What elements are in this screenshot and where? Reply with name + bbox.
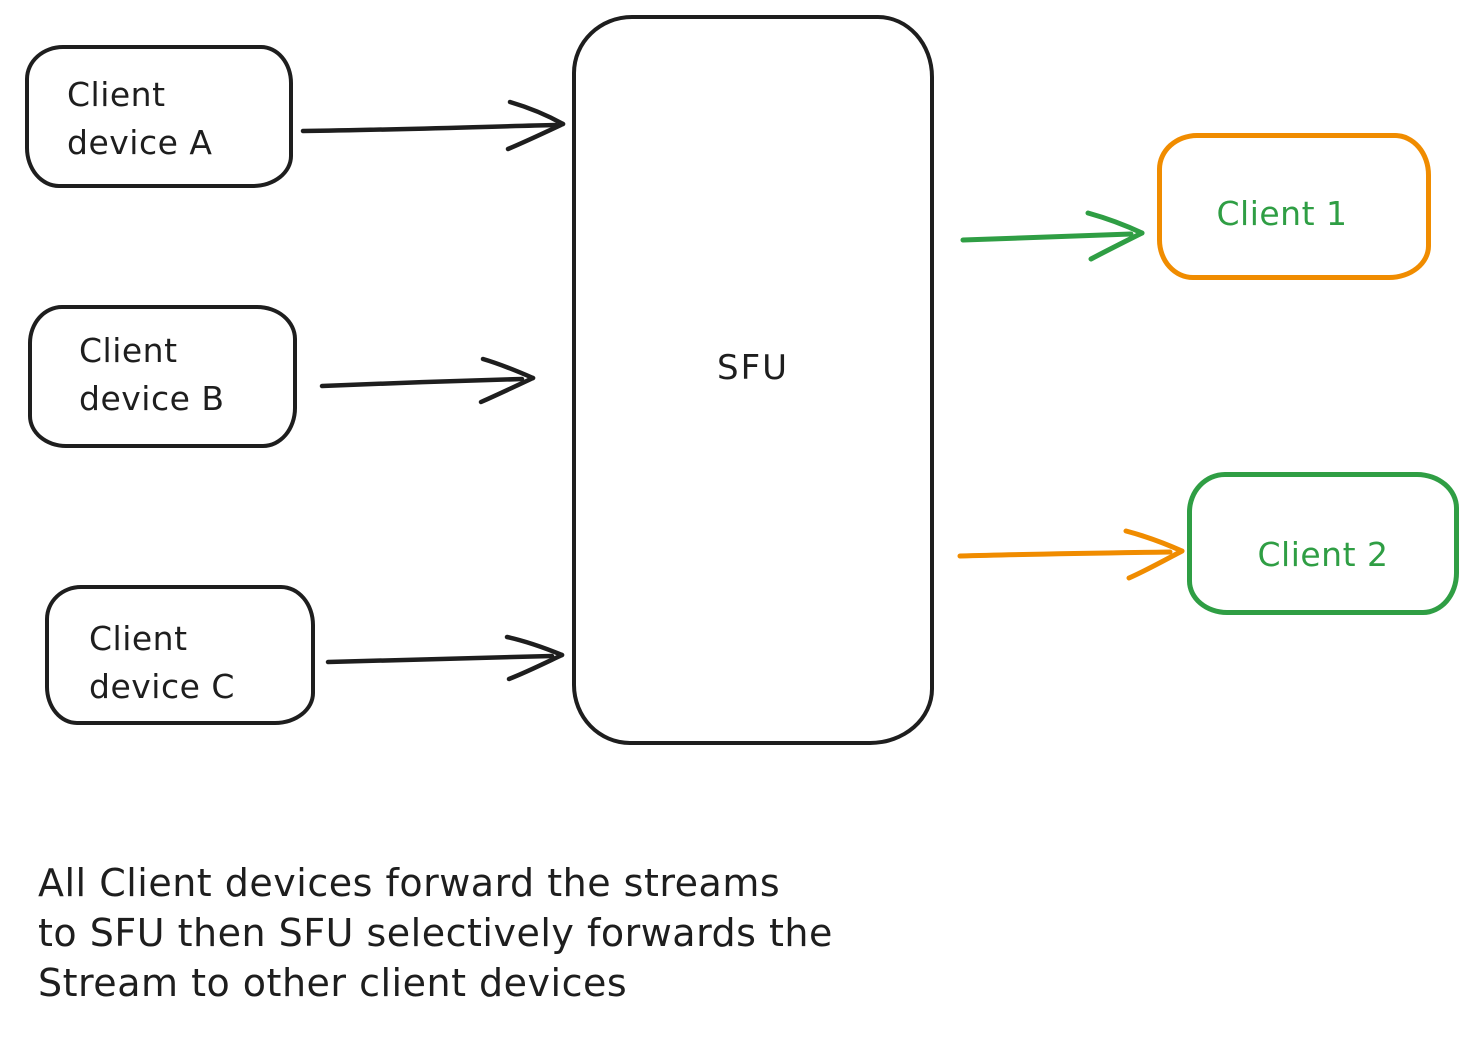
arrow-client-b-to-sfu-icon [319,356,536,405]
node-client-device-c: Client device C [45,585,315,725]
node-client-device-b: Client device B [28,305,297,448]
arrow-client-c-to-sfu-icon [325,634,565,682]
node-client-device-a: Client device A [25,45,293,188]
arrow-client-a-to-sfu-icon [300,99,566,152]
caption-line-3: Stream to other client devices [38,961,628,1005]
node-client-device-a-label: Client device A [67,71,289,167]
arrow-sfu-to-client-1-icon [960,210,1145,262]
node-client-device-b-label: Client device B [79,327,293,423]
node-sfu: SFU [572,15,934,745]
node-label-line: Client [67,75,166,114]
node-client-1-label: Client 1 [1216,194,1348,233]
arrow-sfu-to-client-2-icon [957,528,1185,581]
node-client-2-label: Client 2 [1257,535,1389,574]
node-label-line: Client [79,331,178,370]
node-label-line: device C [89,667,235,706]
node-client-device-c-label: Client device C [89,615,311,711]
node-sfu-label: SFU [716,348,790,388]
node-label-line: device B [79,379,225,418]
caption-line-1: All Client devices forward the streams [38,861,781,905]
node-client-2: Client 2 [1187,472,1459,615]
caption-line-2: to SFU then SFU selectively forwards the [38,911,833,955]
node-client-1: Client 1 [1157,133,1431,280]
caption: All Client devices forward the streams t… [38,858,833,1008]
node-label-line: device A [67,123,213,162]
node-label-line: Client [89,619,188,658]
